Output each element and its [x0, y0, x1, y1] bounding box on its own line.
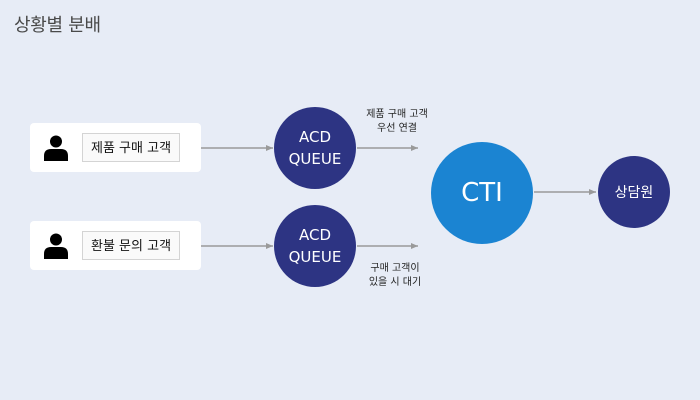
acd-queue-line1: ACD [298, 226, 332, 244]
person-icon [44, 135, 68, 161]
edge-note-priority-line1: 제품 구매 고객 [366, 109, 428, 120]
cti-label: CTI [461, 178, 503, 208]
customer-label-refund: 환불 문의 고객 [82, 231, 181, 260]
acd-queue-line2: QUEUE [288, 150, 342, 168]
acd-queue-node-2: ACD QUEUE [274, 205, 356, 287]
page-title: 상황별 분배 [14, 15, 101, 36]
edge-note-priority: 제품 구매 고객 우선 연결 [357, 108, 437, 136]
agent-node: 상담원 [598, 156, 670, 228]
cti-node: CTI [431, 142, 533, 244]
agent-label: 상담원 [614, 185, 654, 201]
acd-queue-line1: ACD [298, 128, 332, 146]
edge-note-wait-line1: 구매 고객이 [370, 263, 420, 274]
edge-note-priority-line2: 우선 연결 [377, 123, 417, 134]
customer-label-purchase: 제품 구매 고객 [82, 133, 181, 162]
person-icon [44, 233, 68, 259]
edge-note-wait-line2: 있을 시 대기 [368, 277, 422, 288]
edge-note-wait: 구매 고객이 있을 시 대기 [355, 262, 435, 290]
acd-queue-node-1: ACD QUEUE [274, 107, 356, 189]
acd-queue-line2: QUEUE [288, 248, 342, 266]
customer-card-refund: 환불 문의 고객 [30, 221, 201, 270]
customer-card-purchase: 제품 구매 고객 [30, 123, 201, 172]
